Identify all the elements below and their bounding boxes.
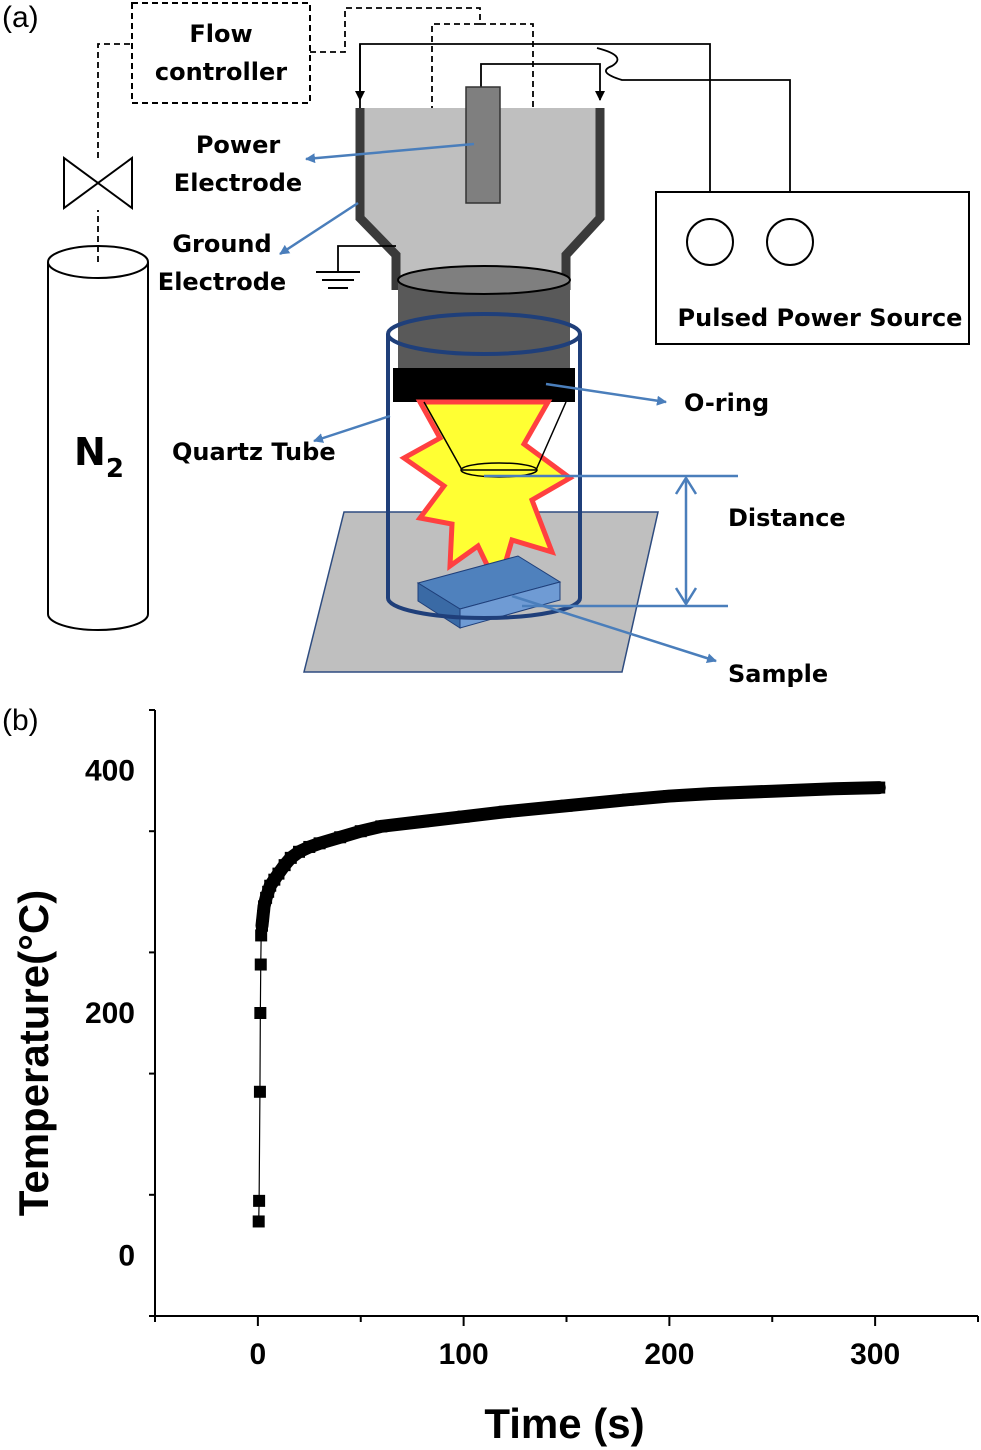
flow-controller-box: Flow controller	[131, 2, 311, 104]
pointer-arrows	[279, 142, 717, 664]
x-tick-label: 0	[250, 1338, 267, 1371]
data-point	[704, 787, 717, 800]
quartz-tube-label: Quartz Tube	[172, 438, 336, 466]
panel-a: (a) N2 Flow controller	[2, 1, 970, 688]
data-point	[663, 790, 676, 803]
data-point	[257, 910, 270, 923]
panel-b-label: (b)	[2, 704, 39, 737]
data-point	[560, 799, 573, 812]
data-point	[255, 919, 268, 932]
data-point	[293, 845, 306, 858]
data-point	[416, 815, 429, 828]
panel-a-label: (a)	[2, 1, 39, 34]
data-point	[253, 1085, 266, 1098]
gas-cylinder: N2	[47, 245, 149, 631]
ground-electrode-label-1: Ground	[172, 230, 271, 258]
tube-holder	[393, 265, 575, 402]
distance-marker	[484, 474, 738, 608]
data-point	[254, 958, 267, 971]
y-tick-label: 200	[85, 997, 135, 1030]
data-point	[766, 785, 779, 798]
flow-controller-label-1: Flow	[189, 20, 252, 48]
o-ring-label: O-ring	[684, 389, 769, 417]
y-tick-label: 400	[85, 755, 135, 788]
series-line	[258, 786, 880, 1222]
reactor-chamber	[316, 86, 605, 290]
sample-label: Sample	[728, 660, 828, 688]
data-point	[457, 810, 470, 823]
data-point	[253, 1194, 266, 1207]
data-point	[254, 1007, 267, 1019]
y-tick-label: 0	[118, 1239, 135, 1272]
y-axis-title: Temperature(°C)	[10, 890, 57, 1216]
ground-electrode-label-2: Electrode	[158, 268, 286, 296]
power-electrode-label-1: Power	[196, 131, 281, 159]
data-point	[498, 805, 511, 818]
distance-label: Distance	[728, 504, 846, 532]
gas-label: N2	[74, 430, 124, 484]
data-point	[375, 820, 388, 833]
x-tick-label: 300	[850, 1338, 900, 1371]
pulsed-power-source: Pulsed Power Source	[655, 191, 970, 345]
data-point	[255, 929, 268, 942]
data-point	[334, 831, 347, 844]
data-point	[313, 837, 326, 850]
data-point	[303, 840, 316, 853]
x-tick-label: 100	[439, 1338, 489, 1371]
flow-controller-label-2: controller	[155, 58, 287, 86]
data-point	[622, 793, 635, 806]
x-tick-label: 200	[644, 1338, 694, 1371]
power-electrode-label-2: Electrode	[174, 169, 302, 197]
data-point	[354, 825, 367, 838]
valve-icon	[63, 156, 133, 210]
data-point	[827, 782, 840, 795]
x-axis-title: Time (s)	[484, 1400, 644, 1447]
data-point	[252, 1215, 265, 1228]
data-point	[873, 781, 886, 794]
pulsed-power-source-label: Pulsed Power Source	[678, 304, 963, 332]
